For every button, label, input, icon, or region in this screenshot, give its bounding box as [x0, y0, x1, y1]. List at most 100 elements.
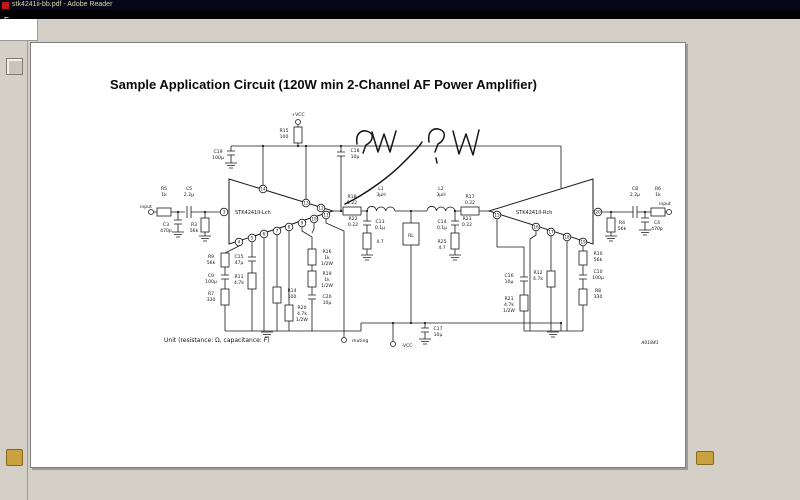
- pages-panel-icon[interactable]: [6, 58, 23, 75]
- component-label: C18: [350, 148, 359, 154]
- component-label: 4.7k: [504, 302, 514, 308]
- component-label: R3: [191, 222, 197, 228]
- ic-pin: [284, 222, 294, 232]
- component-label: 10μ: [505, 279, 514, 285]
- component-label: 47μ: [235, 260, 244, 266]
- component-label: 2.2μ: [184, 192, 194, 198]
- component-label: R11: [234, 274, 243, 280]
- component-label: 1/2W: [296, 317, 308, 323]
- component-label: input: [659, 201, 671, 207]
- load-resistor-box: [402, 222, 420, 246]
- ic-pin: [546, 227, 556, 237]
- ic-pin: [531, 222, 541, 232]
- ic-pin-number: 14: [260, 187, 266, 192]
- component-label: C15: [234, 254, 243, 260]
- ic-pin-number: 18: [564, 235, 570, 240]
- component-label: 56k: [207, 260, 216, 266]
- component-label: C5: [186, 186, 192, 192]
- component-label: 470p: [160, 228, 172, 234]
- menu-bar[interactable]: F: [0, 10, 800, 25]
- ic-pin: [297, 218, 307, 228]
- component-label: C16: [504, 273, 513, 279]
- component-label: STK4241II-Rch: [516, 210, 552, 216]
- toolbar-stub: [0, 19, 38, 41]
- component-label: C14: [437, 219, 446, 225]
- vcc-pos-terminal: [295, 119, 301, 125]
- ic-pin-number: 4: [238, 240, 241, 245]
- pen-scribbles: [344, 128, 480, 205]
- component-label: 1k: [161, 192, 167, 198]
- component-label: C13: [375, 219, 384, 225]
- component-label: 1/2W: [321, 283, 333, 289]
- ic-pin-number: 10: [311, 217, 317, 222]
- component-label: +VCC: [291, 112, 304, 118]
- component-label: R12: [533, 270, 542, 276]
- component-label: 0.1μ: [375, 225, 385, 231]
- input-right-terminal: [666, 209, 672, 215]
- ic-pin-number: 5: [251, 236, 254, 241]
- component-label: 10μ: [351, 154, 360, 160]
- component-label: R14: [287, 288, 296, 294]
- component-label: 0.1μ: [437, 225, 447, 231]
- component-label: C3: [163, 222, 169, 228]
- component-label: R20: [297, 305, 306, 311]
- component-label: R6: [655, 186, 661, 192]
- component-label: 1k: [324, 255, 330, 261]
- component-label: 10μ: [323, 300, 332, 306]
- component-label: R17: [465, 194, 474, 200]
- component-label: 3μH: [436, 192, 445, 198]
- component-label: 330: [207, 297, 216, 303]
- ic-pin: [562, 232, 572, 242]
- ic-pin-number: 12: [318, 206, 324, 211]
- junction-dots: [176, 144, 647, 325]
- window-title: stk4241ii-bb.pdf - Adobe Reader: [12, 1, 113, 8]
- component-label: R18: [347, 194, 356, 200]
- ic-pin: [247, 233, 257, 243]
- ic-pin: [258, 184, 268, 194]
- component-label: 4.7: [438, 245, 445, 251]
- component-label: 100: [288, 294, 297, 300]
- component-label: R10: [593, 251, 602, 257]
- schematic-wires: [154, 125, 666, 341]
- ic-pin-number: 16: [533, 225, 539, 230]
- ic-pin-number: 13: [303, 201, 309, 206]
- component-label: C4: [654, 220, 660, 226]
- notes-icon[interactable]: [696, 451, 714, 465]
- input-left-terminal: [148, 209, 154, 215]
- component-label: R23: [462, 216, 471, 222]
- ic-pin: [593, 207, 603, 217]
- component-label: 0.22: [348, 222, 358, 228]
- ic-pin-number: 20: [595, 210, 601, 215]
- comments-panel-icon[interactable]: [6, 449, 23, 466]
- component-label: 470p: [651, 226, 663, 232]
- navigation-sidebar: [0, 19, 28, 500]
- ic-left-triangle: [228, 178, 335, 245]
- component-label: muting: [352, 338, 368, 344]
- ground-symbols: [172, 162, 651, 345]
- ic-pin: [578, 237, 588, 247]
- component-label: 1k: [655, 192, 661, 198]
- vcc-neg-terminal: [390, 341, 396, 347]
- ic-pin-number: 11: [323, 213, 329, 218]
- ic-pin-number: 19: [580, 240, 586, 245]
- ic-pin-number: 15: [494, 213, 500, 218]
- component-label: C8: [632, 186, 638, 192]
- component-label: 2.2μ: [630, 192, 640, 198]
- component-label: 1/2W: [503, 308, 515, 314]
- component-label: 4.7k: [297, 311, 307, 317]
- window-titlebar[interactable]: stk4241ii-bb.pdf - Adobe Reader: [0, 0, 800, 10]
- capacitor-plates: [174, 150, 649, 333]
- ic-pin: [234, 237, 244, 247]
- component-label: R15: [279, 128, 288, 134]
- component-label: 0.22: [462, 222, 472, 228]
- component-label: C9: [208, 273, 214, 279]
- component-label: L1: [378, 186, 384, 192]
- drawing-code: A01841: [640, 340, 659, 346]
- component-label: 4.7k: [533, 276, 543, 282]
- component-label: R25: [437, 239, 446, 245]
- component-label: C20: [322, 294, 331, 300]
- component-label: 100: [280, 134, 289, 140]
- component-label: L2: [438, 186, 444, 192]
- component-label: C19: [213, 149, 222, 155]
